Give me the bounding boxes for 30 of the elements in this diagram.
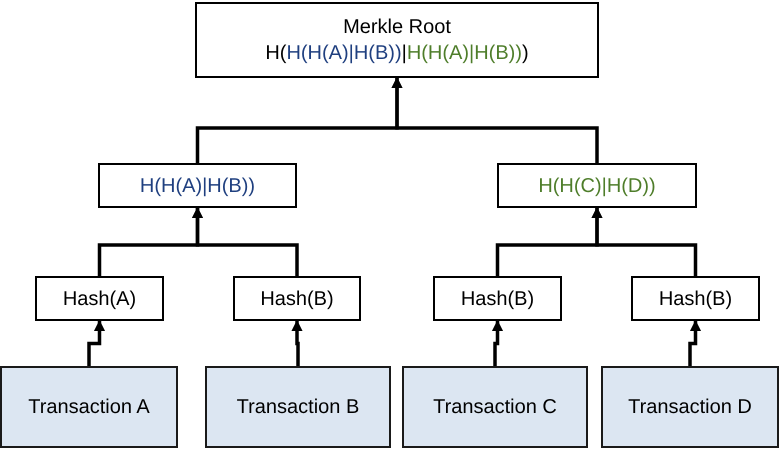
node-label: Hash(B) xyxy=(460,286,534,312)
hash-formula: H(H(H(A)|H(B))|H(H(A)|H(B))) xyxy=(265,41,529,66)
hash-box xyxy=(631,276,760,321)
node-label: H(H(A)|H(B)) xyxy=(140,174,256,198)
node-label: Merkle Root xyxy=(343,15,451,40)
node-label: Hash(B) xyxy=(260,286,334,312)
connector-arrow xyxy=(291,320,303,366)
connector-arrow xyxy=(391,76,599,163)
node-label: H(H(C)|H(D)) xyxy=(538,174,656,198)
hash-box xyxy=(35,276,164,321)
hash-box xyxy=(433,276,562,321)
connector-arrow xyxy=(492,320,504,366)
connector-arrow xyxy=(591,206,698,276)
transaction-box xyxy=(402,366,588,448)
connector-arrow xyxy=(87,320,106,366)
hash-box xyxy=(233,276,361,321)
root-hash-box xyxy=(195,2,599,78)
node-label: Hash(B) xyxy=(658,286,732,312)
transaction-box xyxy=(0,366,178,448)
transaction-box xyxy=(601,366,779,448)
hash-box xyxy=(497,163,697,208)
connector-arrow xyxy=(192,206,299,276)
connector-arrow xyxy=(688,320,702,366)
node-label: Hash(A) xyxy=(62,286,136,312)
node-label: Transaction A xyxy=(28,395,150,420)
hash-box xyxy=(98,163,297,208)
node-label: Transaction B xyxy=(236,395,360,420)
node-label: Transaction C xyxy=(433,395,557,420)
transaction-box xyxy=(205,366,391,448)
node-label: Transaction D xyxy=(628,395,752,420)
